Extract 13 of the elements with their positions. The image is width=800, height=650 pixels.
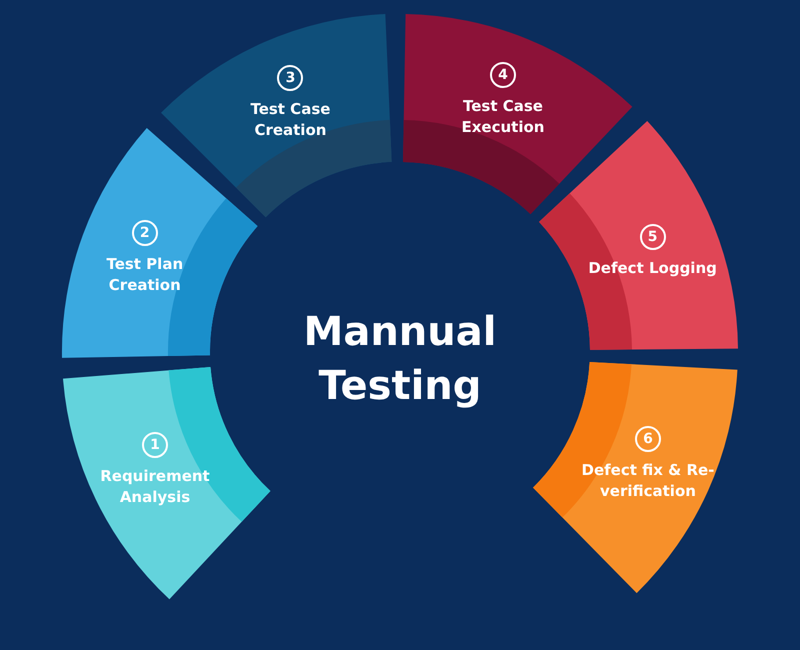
step-number: 1 — [142, 432, 168, 458]
step-label: Requirement Analysis — [99, 466, 211, 508]
step-number: 4 — [490, 62, 516, 88]
step-label: Test Plan Creation — [105, 254, 184, 296]
step-label: Test Case Creation — [249, 99, 332, 142]
step-label: Test Case Execution — [460, 96, 546, 138]
step-number: 6 — [634, 426, 661, 452]
step-number: 3 — [277, 65, 304, 92]
diagram-title: Mannual Testing — [302, 308, 498, 411]
step-number: 2 — [132, 220, 158, 246]
step-label: Defect Logging — [588, 258, 717, 279]
step-number: 5 — [640, 224, 666, 250]
step-label: Defect fix & Re-verification — [580, 460, 716, 502]
